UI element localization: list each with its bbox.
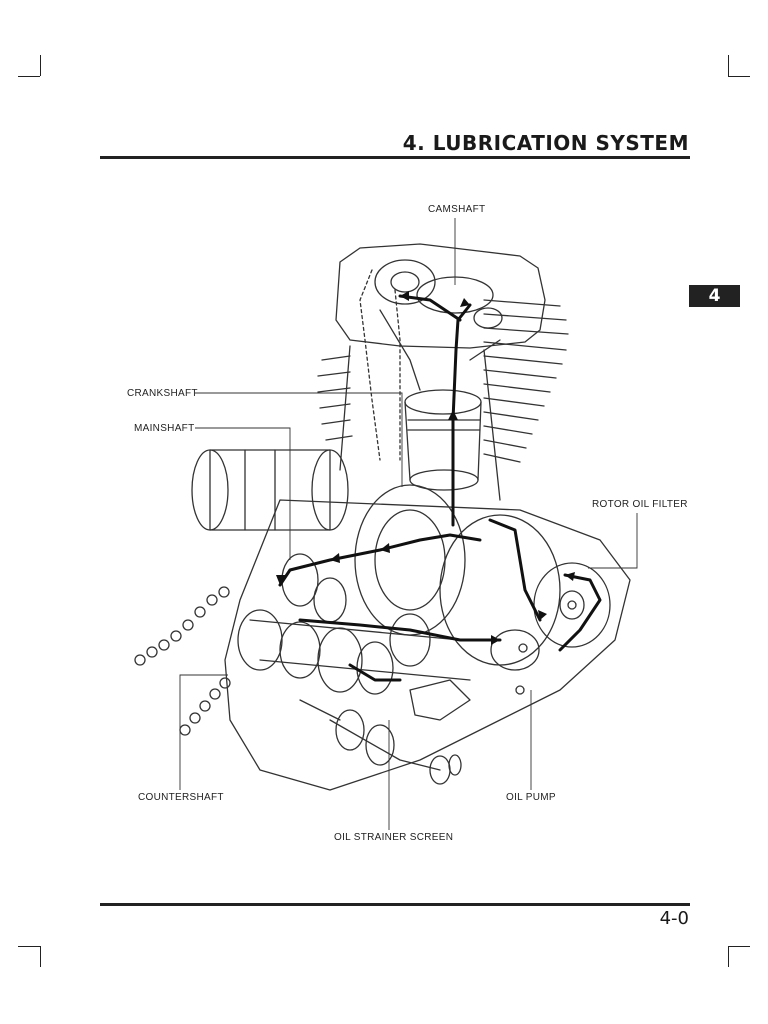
page-title: 4. LUBRICATION SYSTEM bbox=[402, 131, 689, 155]
footer-rule bbox=[100, 903, 690, 906]
crop-mark-top-left-v bbox=[40, 55, 41, 76]
crop-mark-top-left-h bbox=[18, 76, 40, 77]
label-crankshaft: CRANKSHAFT bbox=[127, 388, 198, 399]
crankcase-outline bbox=[224, 499, 631, 791]
crop-mark-bottom-left-v bbox=[40, 946, 41, 967]
oil-flow-arrows bbox=[276, 291, 575, 645]
label-mainshaft: MAINSHAFT bbox=[134, 423, 195, 434]
label-oil-pump: OIL PUMP bbox=[506, 792, 556, 803]
countershaft-output bbox=[299, 699, 462, 785]
cam-chain bbox=[359, 269, 401, 461]
cooling-fins bbox=[317, 299, 569, 463]
crop-mark-bottom-right-v bbox=[728, 946, 729, 967]
crop-mark-top-right-h bbox=[728, 76, 750, 77]
oil-flow-paths bbox=[278, 294, 602, 682]
label-oil-strainer-screen: OIL STRAINER SCREEN bbox=[334, 832, 454, 843]
header-rule bbox=[100, 156, 690, 159]
label-rotor-oil-filter: ROTOR OIL FILTER bbox=[592, 499, 688, 510]
transmission-gears bbox=[237, 553, 471, 695]
oil-strainer bbox=[409, 679, 471, 721]
crop-mark-bottom-left-h bbox=[18, 946, 40, 947]
camshaft-assembly bbox=[374, 259, 503, 391]
leader-lines bbox=[179, 218, 638, 830]
crop-mark-bottom-right-h bbox=[728, 946, 750, 947]
cylinder-block-walls bbox=[339, 345, 501, 501]
chapter-tab: 4 bbox=[689, 285, 740, 307]
label-countershaft: COUNTERSHAFT bbox=[138, 792, 224, 803]
crank-flywheel bbox=[354, 484, 466, 636]
cylinder-head-outline bbox=[335, 243, 546, 349]
starter-motor bbox=[191, 449, 349, 531]
crop-mark-top-right-v bbox=[728, 55, 729, 76]
label-camshaft: CAMSHAFT bbox=[428, 204, 486, 215]
oil-pump bbox=[490, 629, 540, 695]
piston bbox=[404, 389, 482, 491]
drive-chain bbox=[134, 586, 231, 736]
page-number: 4-0 bbox=[659, 908, 689, 929]
